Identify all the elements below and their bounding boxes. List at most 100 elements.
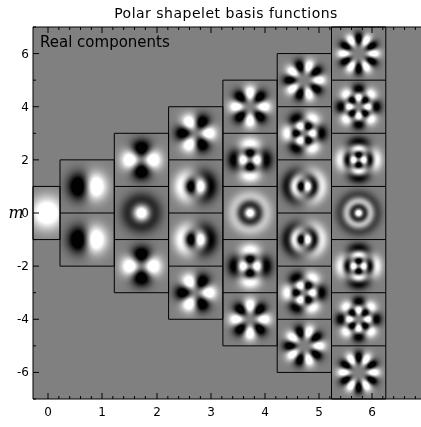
x-tick [123, 27, 124, 30]
x-tick [265, 393, 266, 399]
cell-border [223, 345, 277, 346]
cell-border [332, 239, 386, 240]
cell-border [332, 80, 386, 81]
x-tick [48, 393, 49, 399]
x-tick [297, 396, 298, 399]
x-tick [297, 27, 298, 30]
x-tick-label: 2 [153, 406, 161, 418]
y-tick-label: 2 [21, 154, 29, 166]
x-tick [308, 396, 309, 399]
chart-title: Polar shapelet basis functions [114, 6, 338, 20]
x-tick [415, 27, 416, 30]
x-tick [286, 396, 287, 399]
cell-border [277, 266, 331, 267]
cell-border [33, 239, 60, 240]
x-tick-label: 1 [98, 406, 106, 418]
cell-border [60, 213, 114, 214]
x-tick [362, 27, 363, 30]
x-tick [134, 27, 135, 30]
cell-border [169, 213, 223, 214]
x-tick [221, 396, 222, 399]
x-tick [265, 27, 266, 33]
cell-border [114, 292, 168, 293]
x-tick [102, 27, 103, 33]
x-tick [286, 27, 287, 30]
x-tick [362, 396, 363, 399]
x-tick [372, 393, 373, 399]
y-tick [33, 345, 36, 346]
cell-border [169, 159, 223, 160]
cell-border [169, 319, 223, 320]
cell-border [332, 345, 386, 346]
x-tick [351, 27, 352, 30]
x-tick [232, 396, 233, 399]
x-tick [91, 27, 92, 30]
x-tick-label: 6 [368, 406, 376, 418]
x-tick [382, 396, 383, 399]
cell-border [223, 239, 277, 240]
y-tick-label: -2 [17, 260, 29, 272]
x-tick [243, 27, 244, 30]
y-tick-label: 4 [21, 101, 29, 113]
x-tick [80, 27, 81, 30]
x-tick [351, 396, 352, 399]
x-tick [112, 396, 113, 399]
x-tick [200, 396, 201, 399]
cell-border [223, 292, 277, 293]
y-tick-label: 6 [21, 48, 29, 60]
cell-border [277, 53, 331, 54]
cell-border [332, 292, 386, 293]
x-tick [275, 396, 276, 399]
y-tick-label: 0 [21, 207, 29, 219]
y-tick-label: -4 [17, 313, 29, 325]
cell-border [33, 186, 60, 187]
x-tick [189, 396, 190, 399]
x-tick-label: 3 [207, 406, 215, 418]
x-tick [372, 27, 373, 33]
x-tick [329, 27, 330, 30]
x-tick [404, 27, 405, 30]
x-tick [69, 396, 70, 399]
cell-border [277, 213, 331, 214]
x-tick-label: 0 [44, 406, 52, 418]
cell-border [331, 27, 332, 399]
x-tick-label: 4 [261, 406, 269, 418]
cell-border [223, 80, 277, 81]
x-tick [254, 27, 255, 30]
x-tick [382, 27, 383, 30]
cell-border [332, 186, 386, 187]
y-tick [33, 80, 36, 81]
cell-border [277, 106, 331, 107]
cell-border [385, 27, 386, 399]
cell-border [277, 159, 331, 160]
panel-label: Real components [40, 35, 170, 50]
cell-border [169, 266, 223, 267]
x-tick [393, 27, 394, 30]
cell-border [332, 27, 386, 28]
y-tick [33, 27, 36, 28]
y-tick [33, 213, 39, 214]
x-tick [393, 396, 394, 399]
x-tick [243, 396, 244, 399]
x-tick [178, 27, 179, 30]
cell-border [60, 266, 114, 267]
x-tick [91, 396, 92, 399]
x-tick [404, 396, 405, 399]
x-tick [275, 27, 276, 30]
x-tick [145, 396, 146, 399]
x-tick [415, 396, 416, 399]
y-tick [33, 239, 36, 240]
cell-border [60, 159, 114, 160]
y-tick [33, 106, 39, 107]
x-tick [145, 27, 146, 30]
cell-border [114, 239, 168, 240]
x-tick [167, 396, 168, 399]
y-tick-label: -6 [17, 366, 29, 378]
x-tick [319, 27, 320, 33]
cell-border [222, 80, 223, 346]
cell-border [114, 186, 168, 187]
cell-border [332, 398, 386, 399]
x-tick [80, 396, 81, 399]
y-tick [33, 292, 36, 293]
x-tick [58, 396, 59, 399]
